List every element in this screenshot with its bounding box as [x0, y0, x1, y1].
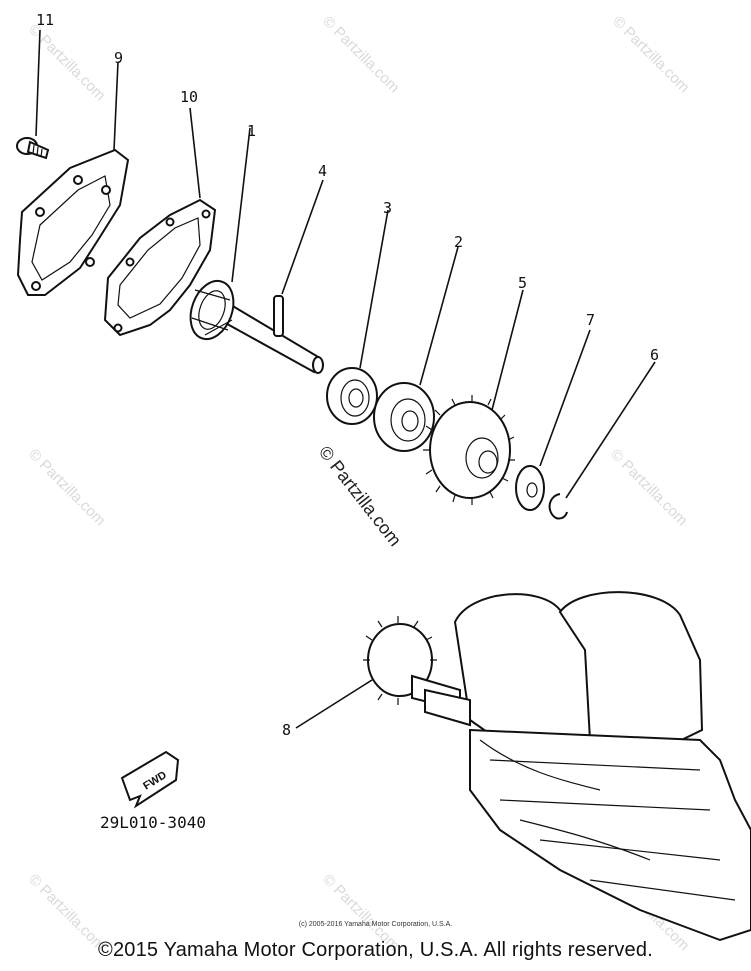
part-10-gasket: [103, 107, 217, 337]
reference-code: 29L010-3040: [100, 813, 206, 832]
center-watermark: © Partzilla.com: [315, 442, 405, 550]
part-11-bolt: [16, 29, 50, 160]
callout-8: 8: [282, 721, 291, 739]
callout-1: 1: [247, 122, 256, 140]
forward-arrow: FWD: [120, 750, 180, 809]
callout-3: 3: [383, 199, 392, 217]
callout-7: 7: [586, 311, 595, 329]
callout-labels: 11 9 10 1 4 3 2 5 7 6 8: [36, 11, 659, 739]
callout-10: 10: [180, 88, 198, 106]
watermark: © Partzilla.com: [25, 446, 108, 529]
copyright-notice: ©2015 Yamaha Motor Corporation, U.S.A. A…: [98, 939, 653, 961]
callout-4: 4: [318, 162, 327, 180]
watermark: © Partzilla.com: [609, 13, 692, 96]
part-4-pin: [273, 179, 324, 337]
engine-crankcase: [424, 591, 751, 942]
part-5-gear: [423, 289, 524, 505]
small-copyright: (c) 2005-2016 Yamaha Motor Corporation, …: [298, 921, 453, 928]
callout-5: 5: [518, 274, 527, 292]
part-9-cover: [16, 61, 130, 296]
callout-6: 6: [650, 346, 659, 364]
part-7-washer: [515, 329, 591, 511]
part-8-drive-gear: [295, 616, 461, 729]
callout-9: 9: [114, 49, 123, 67]
part-2-bearing: [373, 246, 459, 452]
part-1-impeller-shaft: [189, 127, 324, 374]
watermark: © Partzilla.com: [319, 13, 402, 96]
watermark: © Partzilla.com: [607, 446, 690, 529]
part-3-bearing: [326, 209, 389, 425]
part-6-circlip: [548, 361, 656, 520]
callout-11: 11: [36, 11, 54, 29]
callout-2: 2: [454, 233, 463, 251]
